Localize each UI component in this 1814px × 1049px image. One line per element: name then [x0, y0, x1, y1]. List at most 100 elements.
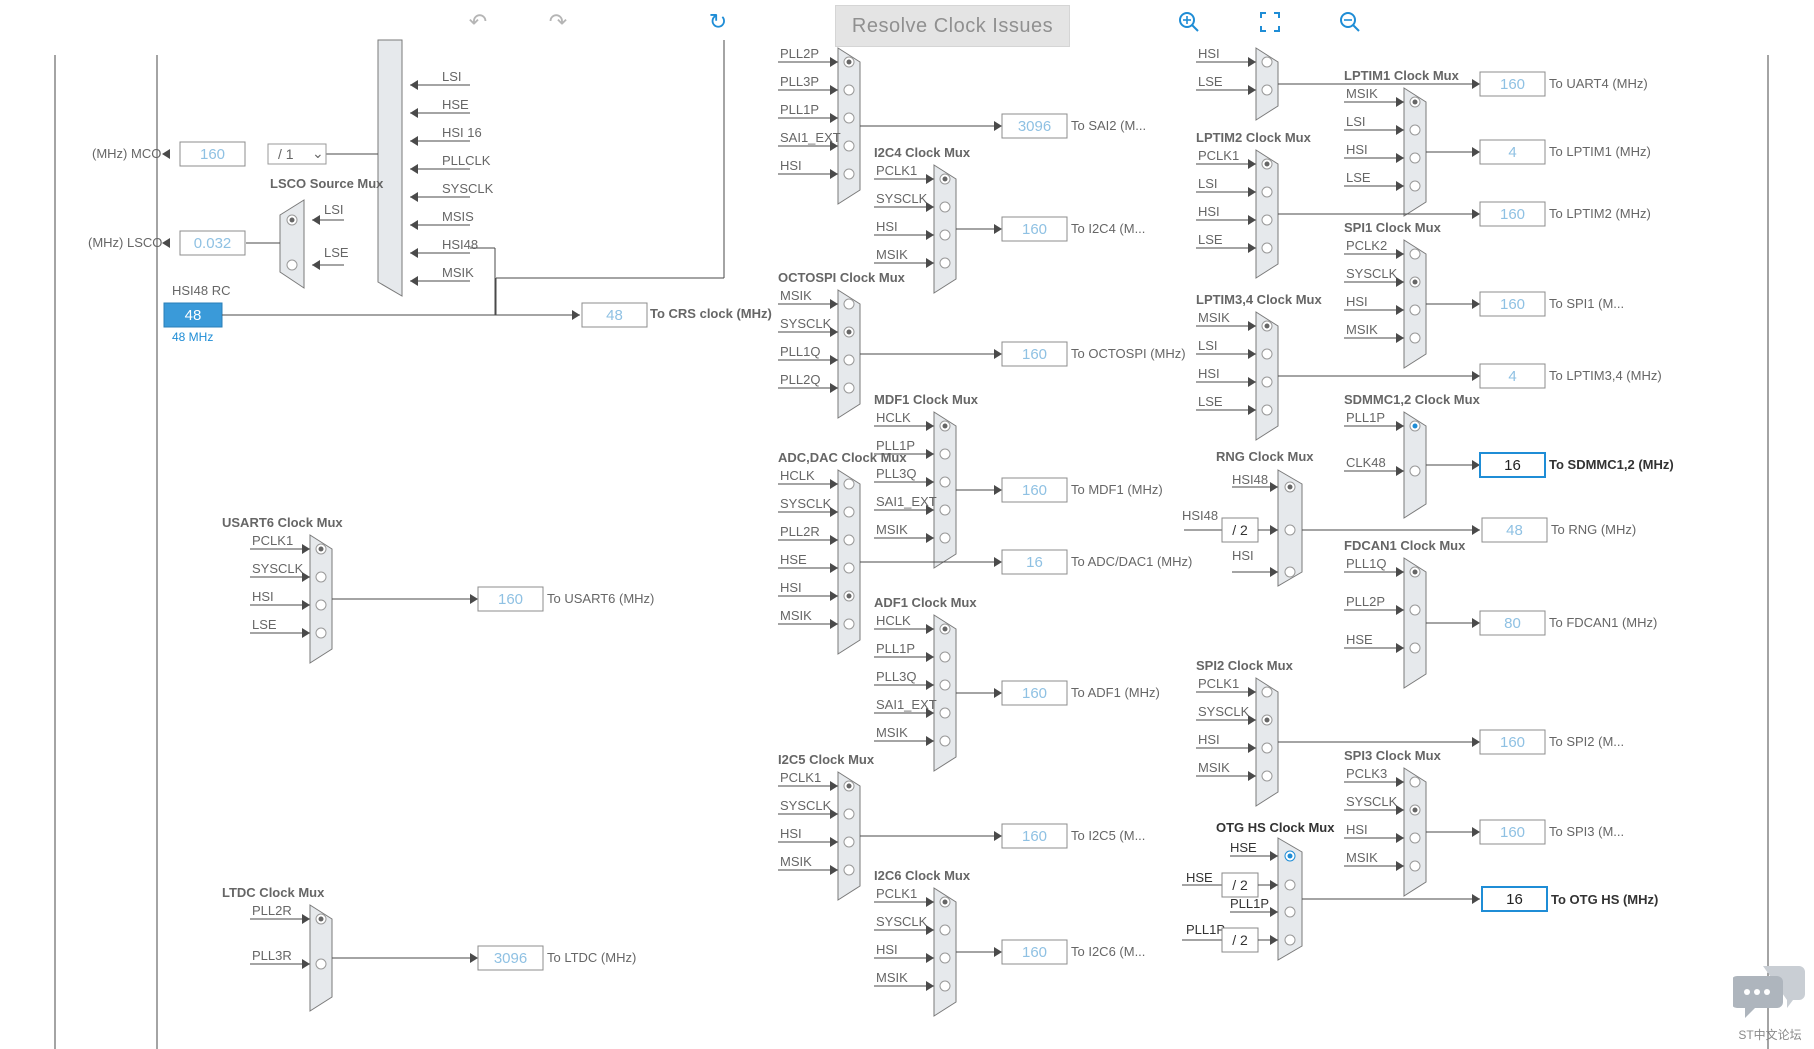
- right-lptim34-mux-radio[interactable]: [1261, 348, 1273, 360]
- undo-icon[interactable]: ↶: [468, 9, 488, 34]
- right-spi2-mux[interactable]: [1255, 677, 1279, 807]
- mco-divider-select[interactable]: [267, 143, 327, 165]
- right-spi3-mux-radio[interactable]: [1409, 776, 1421, 788]
- right-lptim1-mux[interactable]: [1403, 87, 1427, 217]
- zoom-in-icon[interactable]: [1175, 8, 1203, 36]
- right-spi1-box[interactable]: [1479, 291, 1546, 317]
- right-lptim34-mux-radio[interactable]: [1261, 376, 1273, 388]
- middle-sai2_mux-box[interactable]: [1001, 113, 1068, 139]
- right-lptim2-mux-radio[interactable]: [1261, 242, 1273, 254]
- right-lptim1-mux-radio[interactable]: [1409, 124, 1421, 136]
- middle-i2c6-mux-radio[interactable]: [939, 952, 951, 964]
- right-spi1-mux-radio[interactable]: [1409, 332, 1421, 344]
- middle-i2c6-mux-radio[interactable]: [939, 980, 951, 992]
- lsco-box[interactable]: [179, 230, 246, 256]
- right-spi2-box[interactable]: [1479, 729, 1546, 755]
- right-spi1-mux-radio[interactable]: [1409, 248, 1421, 260]
- middle-adf1-box[interactable]: [1001, 680, 1068, 706]
- right-lptim34-box[interactable]: [1479, 363, 1546, 389]
- middle-i2c6-mux-radio[interactable]: [939, 924, 951, 936]
- middle-i2c4-box[interactable]: [1001, 216, 1068, 242]
- middle-i2c5-box[interactable]: [1001, 823, 1068, 849]
- right-rng-box[interactable]: [1481, 517, 1548, 543]
- otg-radio[interactable]: [1284, 879, 1296, 891]
- middle-i2c6-box[interactable]: [1001, 939, 1068, 965]
- right-lptim2-mux-radio[interactable]: [1261, 186, 1273, 198]
- right-fdcan-mux-radio[interactable]: [1409, 604, 1421, 616]
- right-lptim1-box[interactable]: [1479, 139, 1546, 165]
- middle-adcdac-mux-radio[interactable]: [843, 478, 855, 490]
- middle-i2c5-mux-radio[interactable]: [843, 836, 855, 848]
- middle-adcdac-mux-radio[interactable]: [843, 618, 855, 630]
- right-spi2-mux-radio[interactable]: [1261, 770, 1273, 782]
- right-uart4-mux[interactable]: [1255, 47, 1279, 121]
- rng-radio[interactable]: [1284, 524, 1296, 536]
- right-sdmmc-box[interactable]: [1479, 452, 1546, 478]
- right-fdcan-mux-radio[interactable]: [1409, 642, 1421, 654]
- right-spi1-mux-radio[interactable]: [1409, 304, 1421, 316]
- middle-octospi-mux-radio[interactable]: [843, 382, 855, 394]
- left_panel-ltdc-box[interactable]: [477, 945, 544, 971]
- middle-octospi-mux-radio[interactable]: [843, 354, 855, 366]
- zoom-out-icon[interactable]: [1336, 8, 1364, 36]
- middle-octospi-mux-radio[interactable]: [843, 298, 855, 310]
- middle-adf1-mux-radio[interactable]: [939, 735, 951, 747]
- middle-i2c4-mux-radio[interactable]: [939, 257, 951, 269]
- right-lptim34-mux-radio[interactable]: [1261, 404, 1273, 416]
- middle-adcdac-mux-radio[interactable]: [843, 506, 855, 518]
- right-spi3-mux-radio[interactable]: [1409, 832, 1421, 844]
- right-spi3-mux-radio[interactable]: [1409, 860, 1421, 872]
- hsi48-rc-block[interactable]: [163, 302, 223, 328]
- middle-octospi-box[interactable]: [1001, 341, 1068, 367]
- right-spi1-mux[interactable]: [1403, 239, 1427, 369]
- middle-adf1-mux-radio[interactable]: [939, 707, 951, 719]
- mco-source-mux[interactable]: [377, 39, 403, 297]
- right-lptim2-mux-radio[interactable]: [1261, 214, 1273, 226]
- otg-radio[interactable]: [1284, 906, 1296, 918]
- crs-box[interactable]: [581, 302, 648, 328]
- right-spi2-mux-radio[interactable]: [1261, 686, 1273, 698]
- middle-mdf1-box[interactable]: [1001, 477, 1068, 503]
- middle-i2c5-mux-radio[interactable]: [843, 864, 855, 876]
- middle-adcdac-box[interactable]: [1001, 549, 1068, 575]
- middle-i2c5-mux[interactable]: [837, 771, 861, 901]
- left_panel-usart6-box[interactable]: [477, 586, 544, 612]
- middle-mdf1-mux-radio[interactable]: [939, 504, 951, 516]
- left_panel-ltdc-mux[interactable]: [309, 904, 333, 1012]
- right-lptim2-box[interactable]: [1479, 201, 1546, 227]
- middle-i2c6-mux[interactable]: [933, 887, 957, 1017]
- middle-adf1-mux-radio[interactable]: [939, 651, 951, 663]
- lsco-source-mux[interactable]: [279, 199, 305, 289]
- right-uart4-box[interactable]: [1479, 71, 1546, 97]
- right-sdmmc-mux-radio[interactable]: [1409, 465, 1421, 477]
- fit-screen-icon[interactable]: [1256, 8, 1284, 36]
- middle-sai2_mux-mux[interactable]: [837, 47, 861, 205]
- right-lptim2-mux[interactable]: [1255, 149, 1279, 279]
- right-spi3-box[interactable]: [1479, 819, 1546, 845]
- right-otg-box[interactable]: [1481, 886, 1548, 912]
- right-sdmmc-mux[interactable]: [1403, 411, 1427, 519]
- middle-sai2_mux-mux-radio[interactable]: [843, 168, 855, 180]
- middle-adcdac-mux[interactable]: [837, 469, 861, 655]
- middle-octospi-mux[interactable]: [837, 289, 861, 419]
- middle-adf1-mux[interactable]: [933, 614, 957, 772]
- mco-box[interactable]: [179, 141, 246, 167]
- resolve-clock-issues-button[interactable]: Resolve Clock Issues: [835, 5, 1070, 47]
- right-uart4-mux-radio[interactable]: [1261, 56, 1273, 68]
- middle-adcdac-mux-radio[interactable]: [843, 562, 855, 574]
- left_panel-usart6-mux-radio[interactable]: [315, 627, 327, 639]
- right-spi2-mux-radio[interactable]: [1261, 742, 1273, 754]
- right-spi3-mux[interactable]: [1403, 767, 1427, 897]
- lsco-radio[interactable]: [286, 259, 298, 271]
- left_panel-usart6-mux-radio[interactable]: [315, 571, 327, 583]
- middle-i2c4-mux-radio[interactable]: [939, 201, 951, 213]
- middle-sai2_mux-mux-radio[interactable]: [843, 140, 855, 152]
- redo-icon[interactable]: ↷: [548, 9, 568, 34]
- middle-mdf1-mux-radio[interactable]: [939, 448, 951, 460]
- refresh-icon[interactable]: ↻: [708, 9, 728, 34]
- otg-radio[interactable]: [1284, 934, 1296, 946]
- middle-sai2_mux-mux-radio[interactable]: [843, 112, 855, 124]
- middle-adf1-mux-radio[interactable]: [939, 679, 951, 691]
- right-lptim1-mux-radio[interactable]: [1409, 180, 1421, 192]
- otg-mux[interactable]: [1277, 837, 1303, 961]
